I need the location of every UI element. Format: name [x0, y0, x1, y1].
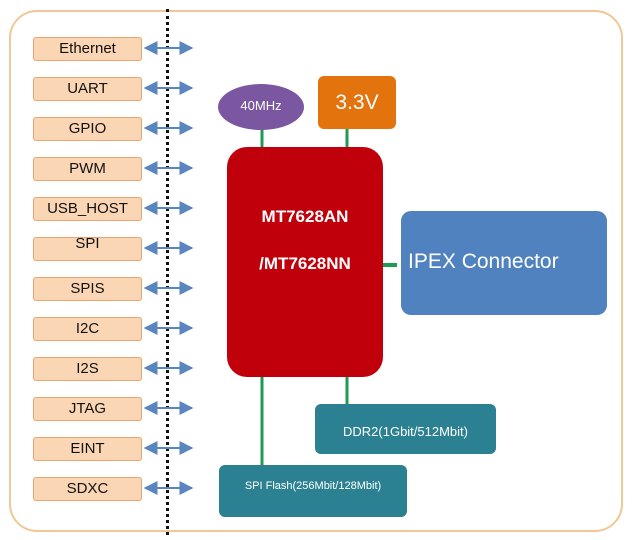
interface-usb-host: USB_HOST: [33, 197, 142, 221]
ipex-connector: IPEX Connector: [401, 211, 607, 315]
chip-name-line1: MT7628AN: [261, 207, 349, 226]
spi-flash: SPI Flash(256Mbit/128Mbit): [219, 465, 407, 517]
interface-uart: UART: [33, 77, 142, 101]
module-edge-divider: [166, 9, 169, 535]
interface-jtag: JTAG: [33, 397, 142, 421]
interface-arrows: [143, 41, 194, 495]
interface-eint: EINT: [33, 437, 142, 461]
ddr2-memory: DDR2(1Gbit/512Mbit): [315, 404, 496, 454]
interface-i2c: I2C: [33, 317, 142, 341]
interface-sdxc: SDXC: [33, 477, 142, 501]
interface-spis: SPIS: [33, 277, 142, 301]
interface-pwm: PWM: [33, 157, 142, 181]
soc-chip: MT7628AN /MT7628NN: [227, 147, 383, 377]
interface-i2s: I2S: [33, 357, 142, 381]
chip-name-line2: /MT7628NN: [259, 254, 351, 273]
ipex-label: IPEX Connector: [408, 250, 559, 273]
oscillator-40mhz: 40MHz: [218, 84, 304, 130]
board-outline: [9, 10, 623, 532]
interface-gpio: GPIO: [33, 117, 142, 141]
power-3v3: 3.3V: [318, 76, 396, 129]
interface-ethernet: Ethernet: [33, 37, 142, 61]
interface-spi: SPI: [33, 236, 142, 261]
